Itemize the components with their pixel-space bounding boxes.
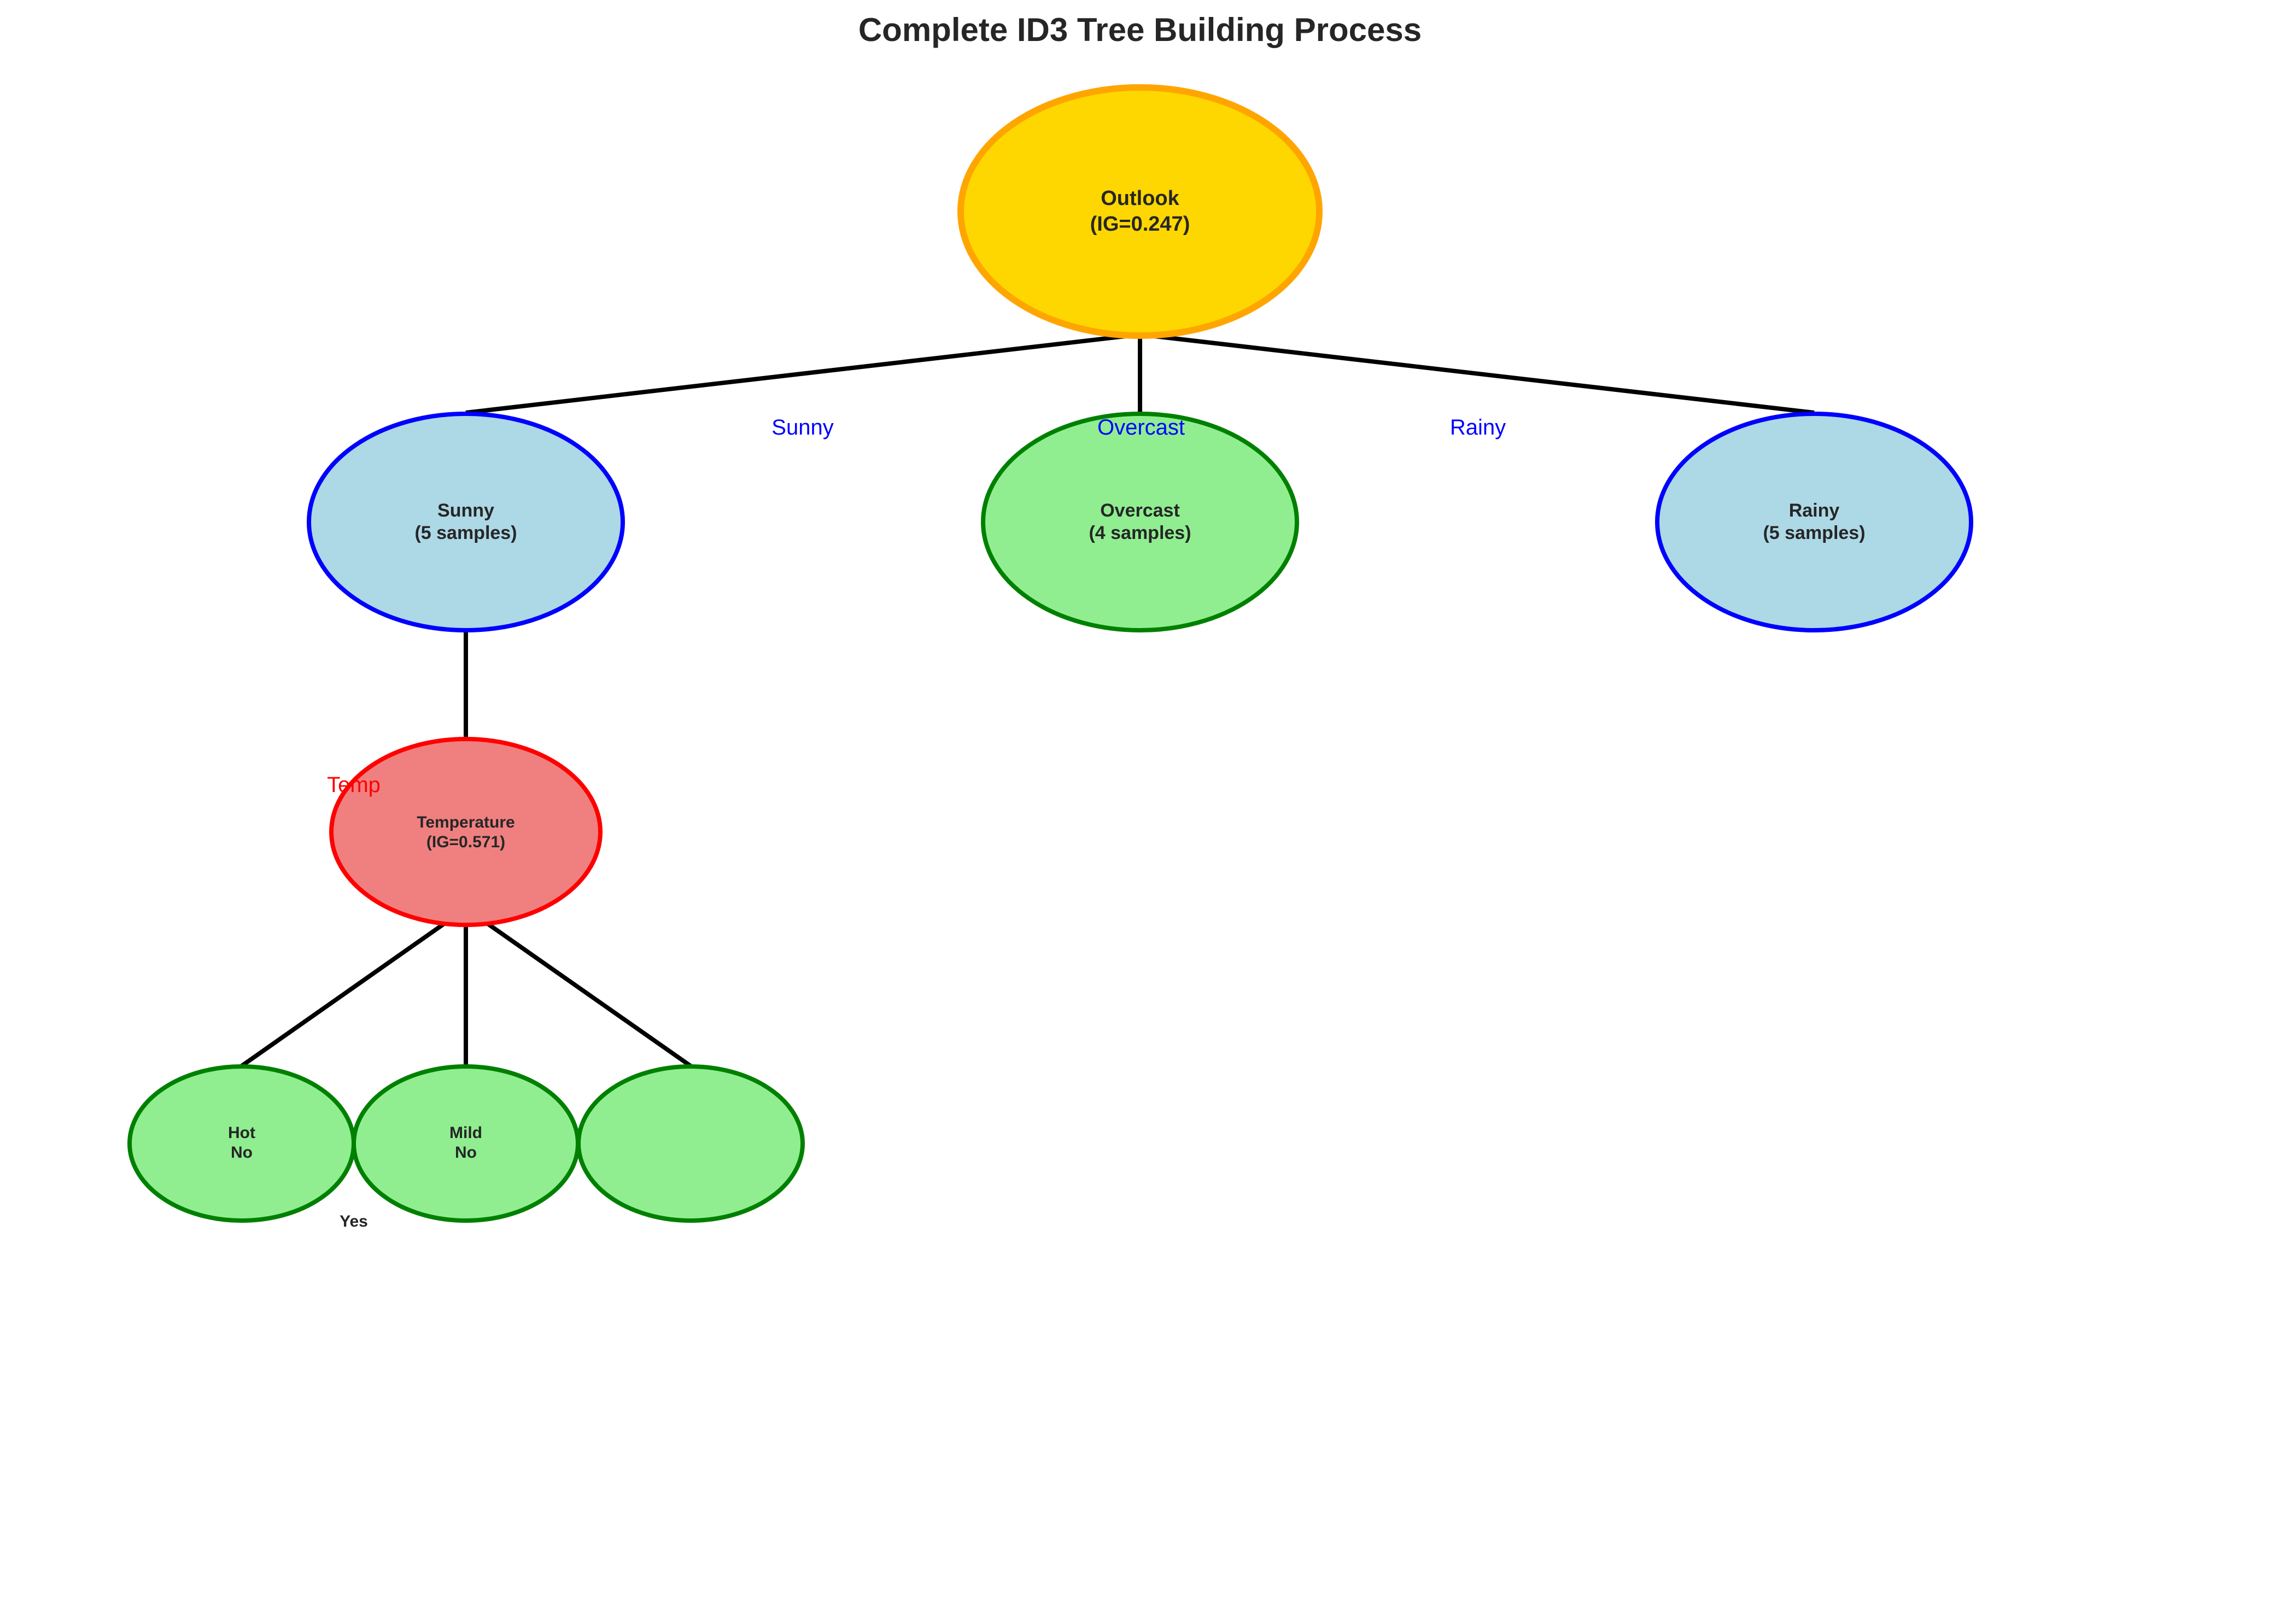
edge-root-sunny	[465, 332, 1141, 415]
edge-label-temp: Temp	[327, 773, 381, 797]
node-hot: Hot No	[127, 1064, 356, 1223]
node-temperature-label: Temperature	[417, 813, 515, 831]
node-root-outlook: Outlook (IG=0.247)	[957, 84, 1323, 339]
node-hot-class: No	[231, 1144, 253, 1162]
tree-edges	[240, 332, 1815, 1068]
node-root-label: Outlook	[1101, 187, 1179, 210]
edge-label-overcast: Overcast	[1097, 415, 1185, 439]
edge-root-rainy	[1139, 332, 1815, 415]
node-overcast-samples: (4 samples)	[1089, 523, 1191, 543]
edge-label-yes: Yes	[340, 1212, 368, 1230]
node-temperature: Temperature (IG=0.571)	[329, 737, 603, 927]
node-hot-label: Hot	[228, 1124, 255, 1142]
node-mild-class: No	[455, 1144, 477, 1162]
node-cool	[576, 1064, 805, 1223]
node-rainy-label: Rainy	[1789, 500, 1840, 521]
node-overcast-label: Overcast	[1100, 500, 1180, 521]
node-sunny-samples: (5 samples)	[414, 523, 517, 543]
edge-temperature-cool	[464, 906, 692, 1068]
node-sunny: Sunny (5 samples)	[307, 412, 625, 632]
node-sunny-label: Sunny	[437, 500, 494, 521]
node-overcast: Overcast (4 samples)	[981, 412, 1299, 632]
node-rainy-samples: (5 samples)	[1763, 523, 1865, 543]
node-mild: Mild No	[352, 1064, 580, 1223]
node-temperature-ig: (IG=0.571)	[426, 833, 505, 851]
edge-label-sunny: Sunny	[771, 415, 833, 439]
node-mild-label: Mild	[449, 1124, 482, 1142]
diagram-title: Complete ID3 Tree Building Process	[858, 11, 1422, 48]
node-rainy: Rainy (5 samples)	[1655, 412, 1973, 632]
edge-temperature-hot	[240, 906, 467, 1068]
edge-label-rainy: Rainy	[1450, 415, 1506, 439]
node-root-ig: (IG=0.247)	[1090, 213, 1190, 236]
